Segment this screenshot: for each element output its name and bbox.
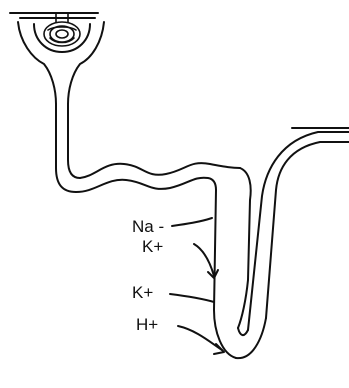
proximal-tubule-right-wall	[68, 104, 80, 178]
convoluted-tubule-lower-wall	[76, 178, 216, 192]
label-k-plus-1: K+	[142, 237, 163, 256]
label-k-plus-2: K+	[132, 283, 153, 302]
loop-bottom-inner	[238, 328, 248, 335]
loop-ascending-outer	[266, 142, 349, 318]
loop-descending-inner	[214, 190, 236, 358]
label-na: Na -	[132, 217, 164, 236]
loop-ascending-inner	[248, 132, 349, 330]
arrow-na	[172, 218, 212, 226]
convoluted-tubule-upper-wall	[80, 163, 240, 178]
arrow-k1	[194, 244, 214, 276]
proximal-tubule-left-wall	[56, 104, 76, 192]
label-h-plus: H+	[136, 315, 158, 334]
loop-descending-outer	[238, 168, 251, 328]
arrow-k2	[170, 294, 214, 302]
